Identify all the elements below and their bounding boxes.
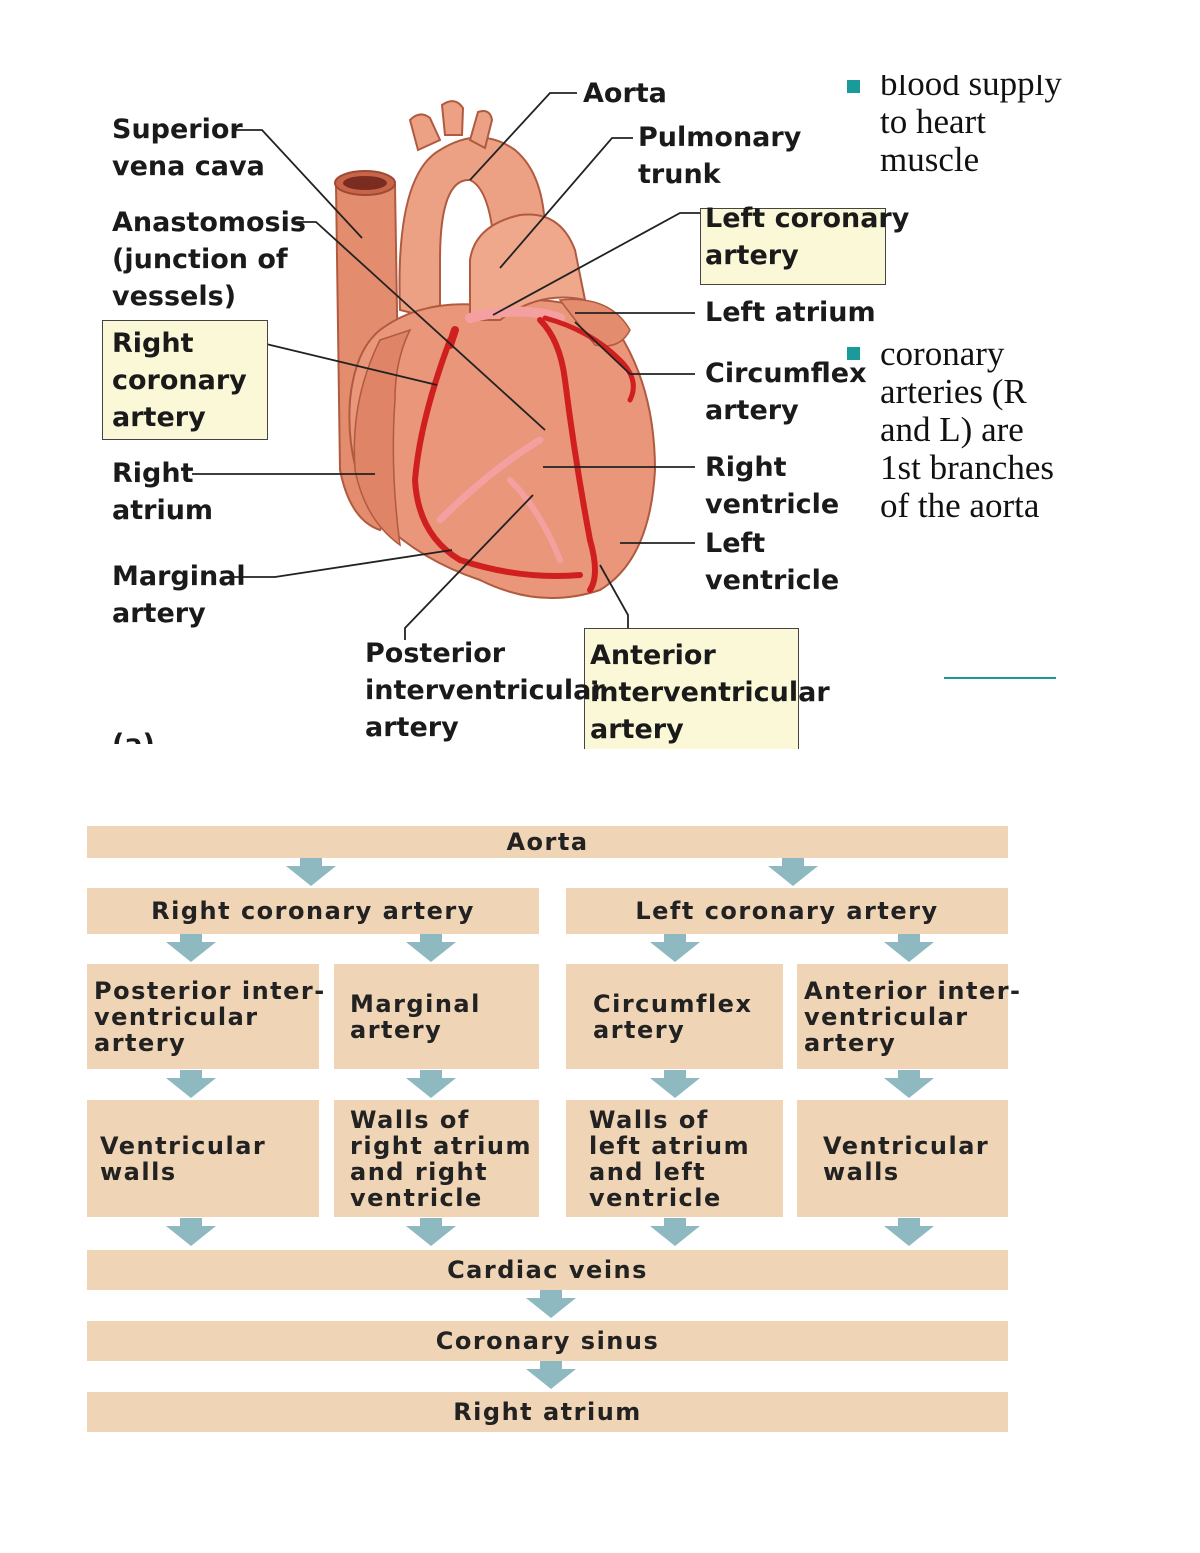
arrow-down-icon [406, 1070, 456, 1098]
arrow-down-icon [884, 934, 934, 962]
flow-circumflex-artery: Circumflex artery [566, 964, 783, 1069]
arrow-down-icon [166, 1070, 216, 1098]
flow-coronary-sinus: Coronary sinus [87, 1321, 1008, 1361]
flow-anterior-interventricular-artery: Anterior inter- ventricular artery [797, 964, 1020, 1069]
flow-ventricular-walls-left: Ventricular walls [87, 1100, 319, 1217]
flow-walls-right-atrium-ventricle: Walls of right atrium and right ventricl… [334, 1100, 539, 1217]
arrow-down-icon [650, 1218, 700, 1246]
left-atrium-shape [558, 298, 631, 347]
arrow-down-icon [884, 1070, 934, 1098]
teal-divider [944, 677, 1056, 679]
bullet-marker-1 [847, 80, 860, 93]
arrow-down-icon [526, 1290, 576, 1318]
label-anterior-interventricular-artery: Anterior interventricular artery [590, 640, 830, 745]
bullet-marker-2 [847, 347, 860, 360]
note-coronary-arteries: coronary arteries (R and L) are 1st bran… [880, 334, 1054, 525]
arrow-down-icon [406, 934, 456, 962]
arrow-down-icon [526, 1361, 576, 1389]
flow-right-coronary-artery: Right coronary artery [87, 888, 539, 934]
note-blood-supply: blood supply to heart muscle [880, 75, 1062, 179]
label-anastomosis: Anastomosis (junction of vessels) [112, 207, 306, 312]
arrow-down-icon [650, 1070, 700, 1098]
label-posterior-interventricular-artery: Posterior interventricular artery [365, 638, 605, 743]
arrow-down-icon [166, 1218, 216, 1246]
label-aorta: Aorta [583, 78, 667, 109]
flow-walls-left-atrium-ventricle: Walls of left atrium and left ventricle [566, 1100, 783, 1217]
panel-label: (a) [112, 726, 155, 744]
arrow-down-icon [286, 858, 336, 886]
label-left-coronary-artery: Left coronary artery [705, 203, 910, 271]
label-right-ventricle: Right ventricle [705, 452, 840, 520]
arrow-down-icon [406, 1218, 456, 1246]
pulmonary-trunk-shape [469, 213, 587, 321]
flow-right-atrium: Right atrium [87, 1392, 1008, 1432]
flow-cardiac-veins: Cardiac veins [87, 1250, 1008, 1290]
panel-label-clip: (a) [112, 726, 172, 744]
highlight-box-left-coronary [700, 208, 886, 285]
flow-ventricular-walls-right: Ventricular walls [797, 1100, 1008, 1217]
label-left-ventricle: Left ventricle [705, 528, 840, 596]
highlight-box-anterior-interventricular [584, 628, 799, 749]
label-left-atrium: Left atrium [705, 297, 876, 328]
flow-aorta: Aorta [87, 826, 1008, 858]
flow-left-coronary-artery: Left coronary artery [566, 888, 1008, 934]
label-superior-vena-cava: Superior vena cava [112, 114, 265, 182]
arrow-down-icon [166, 934, 216, 962]
label-marginal-artery: Marginal artery [112, 561, 246, 629]
heart-illustration [190, 92, 701, 640]
note-1-clip: blood supply to heart muscle [880, 75, 1120, 190]
coronary-arteries [411, 306, 636, 593]
label-pulmonary-trunk: Pulmonary trunk [638, 122, 802, 190]
aorta-shape [398, 100, 547, 322]
highlight-box-right-coronary [102, 320, 268, 440]
label-circumflex-artery: Circumflex artery [705, 358, 867, 426]
arrow-down-icon [650, 934, 700, 962]
leader-lines [190, 92, 701, 640]
arrow-down-icon [768, 858, 818, 886]
flow-marginal-artery: Marginal artery [334, 964, 539, 1069]
label-right-coronary-artery: Right coronary artery [112, 328, 247, 433]
flow-posterior-interventricular-artery: Posterior inter- ventricular artery [87, 964, 324, 1069]
arrow-down-icon [884, 1218, 934, 1246]
label-right-atrium: Right atrium [112, 458, 214, 526]
